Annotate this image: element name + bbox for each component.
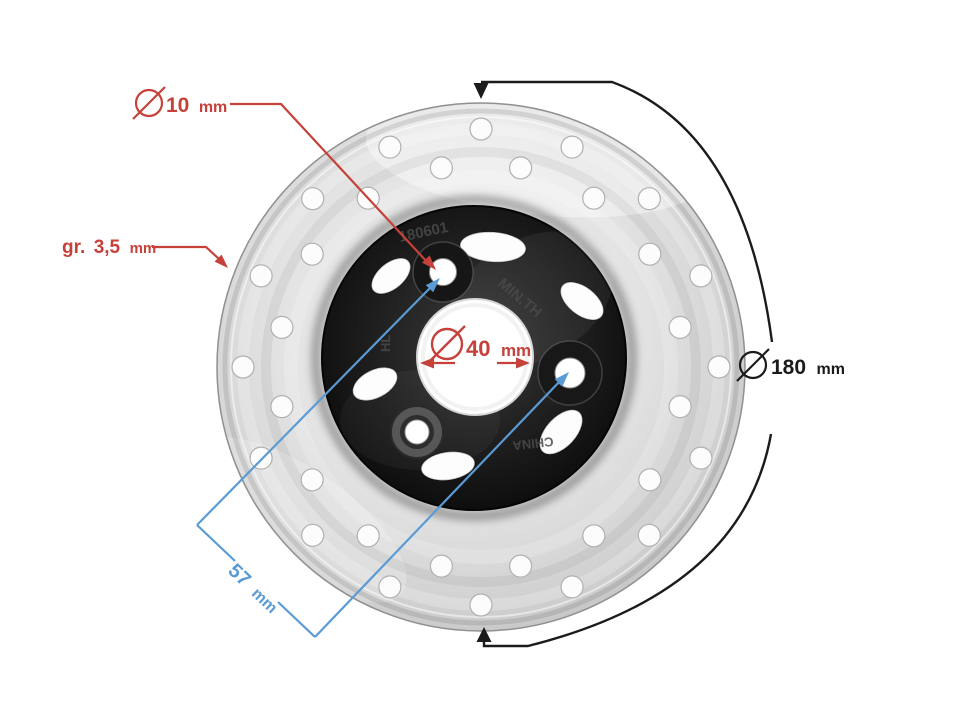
- diameter-icon: [428, 325, 466, 363]
- drilled-hole: [270, 315, 294, 339]
- drilled-hole: [638, 242, 662, 266]
- drilled-hole: [469, 117, 493, 141]
- drilled-hole: [378, 135, 402, 159]
- annotation-bore-diameter: 40 mm: [420, 325, 531, 369]
- drilled-hole: [301, 187, 325, 211]
- arrow-bolt-hole-icon: [421, 255, 436, 270]
- hub-cutout: [559, 281, 605, 321]
- drilled-hole: [582, 524, 606, 548]
- outer-diameter-arc-bottom: [482, 433, 773, 648]
- arrow-bottom-icon: [476, 627, 492, 642]
- drilled-hole: [508, 156, 533, 180]
- arrow-left-icon: [420, 357, 434, 369]
- drilled-hole: [560, 575, 584, 599]
- hub-cutout: [370, 257, 412, 295]
- drilled-holes: [231, 117, 731, 617]
- hub-shadow: [311, 195, 637, 521]
- drilled-hole: [689, 264, 713, 288]
- svg-text:57 mm: 57 mm: [224, 560, 284, 618]
- drilled-hole: [582, 186, 606, 210]
- diameter-icon: [132, 86, 166, 120]
- bolt-hole-bottom-left: [390, 405, 444, 459]
- spacing-extension-line-1: [196, 285, 433, 526]
- drilled-hole: [508, 554, 533, 578]
- bolt-hole-leader-line: [230, 102, 429, 264]
- drilled-hole: [270, 395, 294, 419]
- spacing-extension-line-2: [314, 379, 562, 638]
- hub-cutout: [351, 366, 399, 402]
- drilled-hole: [637, 523, 661, 547]
- outer-diameter-arc-top: [481, 80, 774, 343]
- outer-diameter-icon: [736, 348, 770, 382]
- drilled-hole: [469, 593, 493, 617]
- annotation-outer-diameter: 180 mm: [473, 80, 845, 648]
- drilled-hole: [637, 187, 661, 211]
- drilled-hole: [638, 468, 662, 492]
- outer-diameter-label: 180 mm: [771, 356, 845, 379]
- thickness-leader-line: [152, 245, 220, 260]
- drilled-hole: [707, 355, 731, 379]
- drilled-hole: [429, 156, 453, 180]
- drilled-hole: [378, 575, 402, 599]
- annotation-thickness: gr. 3,5 mm: [62, 237, 228, 268]
- drilled-hole: [300, 468, 324, 492]
- arrow-hole2-icon: [554, 372, 569, 387]
- drilled-hole: [301, 523, 325, 547]
- arrow-right-icon: [516, 357, 530, 369]
- arrow-top-icon: [473, 83, 489, 99]
- hub-marking-origin: CHINA: [511, 434, 554, 453]
- drilled-hole: [356, 524, 380, 548]
- drilled-hole: [300, 242, 324, 266]
- drilled-hole: [668, 315, 692, 339]
- drilled-hole: [689, 446, 713, 470]
- hub-cutout: [538, 409, 584, 455]
- bore-diameter-label: 40 mm: [466, 336, 531, 361]
- arrow-hole1-icon: [425, 278, 440, 293]
- hub-marking-side-code: HL: [378, 335, 393, 352]
- annotation-bolt-hole-diameter: 10 mm: [132, 86, 436, 270]
- drilled-hole: [668, 395, 692, 419]
- bolt-hole-top-left: [412, 241, 474, 303]
- brake-disc: 180601 MIN.TH HL CHINA: [216, 102, 746, 632]
- drilled-hole: [560, 135, 584, 159]
- drilled-hole: [249, 264, 273, 288]
- drilled-hole: [231, 355, 255, 379]
- bolt-hole-diameter-label: 10 mm: [166, 94, 227, 117]
- arrow-thickness-icon: [214, 254, 228, 268]
- thickness-label: gr. 3,5 mm: [62, 237, 156, 258]
- spacing-label: 57 mm: [224, 560, 284, 618]
- drilled-hole: [429, 554, 453, 578]
- hub-cutout: [459, 231, 527, 263]
- spacing-dimension-line: [196, 524, 316, 638]
- drilled-hole: [249, 446, 273, 470]
- hub-cutout: [420, 450, 476, 482]
